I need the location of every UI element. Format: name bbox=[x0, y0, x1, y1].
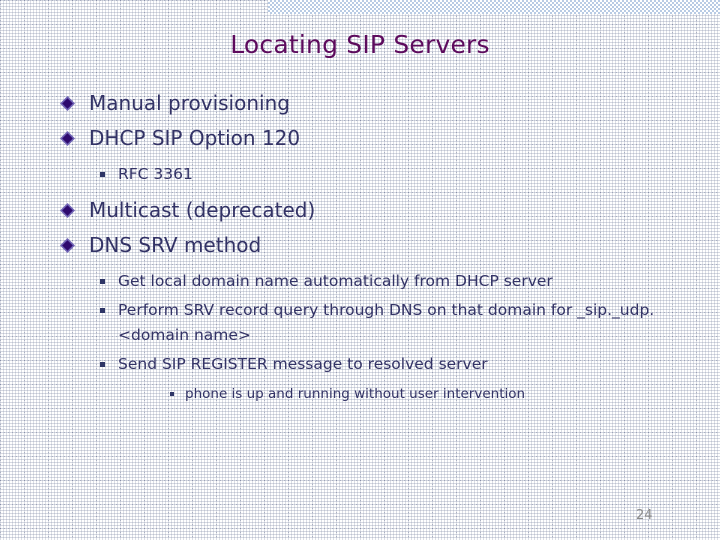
square-bullet-icon bbox=[100, 308, 105, 313]
slide-body-outline: Manual provisioning DHCP SIP Option 120 … bbox=[60, 88, 680, 405]
slide-title: Locating SIP Servers bbox=[230, 30, 490, 59]
header-checkered-band bbox=[268, 0, 720, 14]
outline-item-level2: Send SIP REGISTER message to resolved se… bbox=[100, 352, 680, 377]
outline-item-text: DNS SRV method bbox=[89, 233, 262, 257]
spacer bbox=[60, 154, 680, 162]
outline-item-level1: DHCP SIP Option 120 bbox=[60, 123, 680, 154]
outline-item-level2: RFC 3361 bbox=[100, 162, 680, 187]
square-bullet-icon bbox=[100, 362, 105, 367]
page-number: 24 bbox=[636, 508, 653, 523]
outline-item-text: Get local domain name automatically from… bbox=[118, 272, 553, 290]
diamond-bullet-icon bbox=[60, 203, 75, 218]
spacer bbox=[60, 261, 680, 269]
outline-item-level1: Multicast (deprecated) bbox=[60, 195, 680, 226]
diamond-bullet-icon bbox=[60, 238, 75, 253]
outline-item-level2: Get local domain name automatically from… bbox=[100, 269, 680, 294]
outline-item-level1: Manual provisioning bbox=[60, 88, 680, 119]
outline-item-level3: phone is up and running without user int… bbox=[170, 383, 680, 405]
outline-item-level2: Perform SRV record query through DNS on … bbox=[100, 298, 680, 348]
square-bullet-icon bbox=[170, 392, 174, 396]
square-bullet-icon bbox=[100, 172, 105, 177]
outline-item-level1: DNS SRV method bbox=[60, 230, 680, 261]
outline-item-text: Perform SRV record query through DNS on … bbox=[118, 301, 655, 344]
outline-item-text: RFC 3361 bbox=[118, 165, 193, 183]
outline-item-text: Manual provisioning bbox=[89, 91, 290, 115]
outline-item-text: DHCP SIP Option 120 bbox=[89, 126, 301, 150]
diamond-bullet-icon bbox=[60, 131, 75, 146]
square-bullet-icon bbox=[100, 279, 105, 284]
outline-item-text: Send SIP REGISTER message to resolved se… bbox=[118, 355, 488, 373]
outline-item-text: Multicast (deprecated) bbox=[89, 198, 316, 222]
spacer bbox=[60, 187, 680, 195]
diamond-bullet-icon bbox=[60, 96, 75, 111]
outline-item-text: phone is up and running without user int… bbox=[185, 386, 526, 402]
